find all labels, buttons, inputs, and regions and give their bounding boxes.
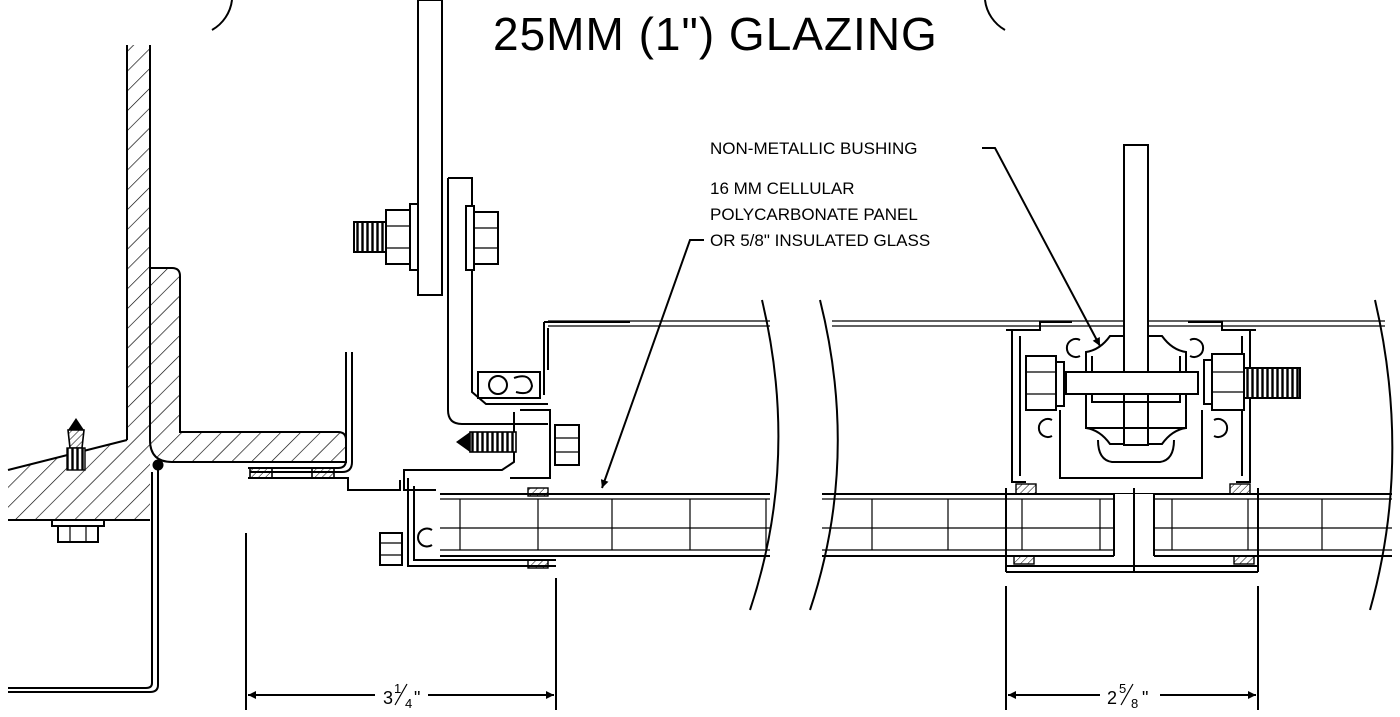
dimension-right: 2 5 8 " (1005, 586, 1259, 711)
break-line-mid (809, 299, 839, 611)
dimension-left: 3 1 4 " (245, 533, 557, 711)
leader-panel (600, 239, 704, 489)
callout-panel-line3: OR 5/8" INSULATED GLASS (710, 231, 930, 250)
dim-left-unit: " (414, 688, 420, 708)
leader-bushing (982, 147, 1101, 347)
detail-bubble-left (211, 0, 233, 31)
cap-bracket-assembly (353, 0, 548, 425)
center-mullion-rafter (1006, 144, 1301, 573)
drawing-title: 25MM (1") GLAZING (493, 8, 938, 60)
dim-right-unit: " (1142, 688, 1148, 708)
detail-bubble-right (984, 0, 1006, 31)
left-frame-extrusion (248, 321, 630, 569)
break-line-right (1369, 299, 1394, 611)
break-line-left (749, 299, 780, 611)
dim-right-numerator: 5 (1119, 681, 1126, 696)
callout-panel-line2: POLYCARBONATE PANEL (710, 205, 918, 224)
callout-bushing: NON-METALLIC BUSHING (710, 139, 918, 158)
dim-right-denominator: 8 (1131, 696, 1138, 711)
dim-left-whole: 3 (383, 688, 393, 708)
callout-panel-line1: 16 MM CELLULAR (710, 179, 855, 198)
curb-wall-section (7, 45, 353, 693)
dim-left-denominator: 4 (405, 696, 412, 711)
cellular-panel-right (822, 320, 1392, 572)
dim-left-numerator: 1 (394, 681, 401, 696)
dim-right-whole: 2 (1107, 688, 1117, 708)
